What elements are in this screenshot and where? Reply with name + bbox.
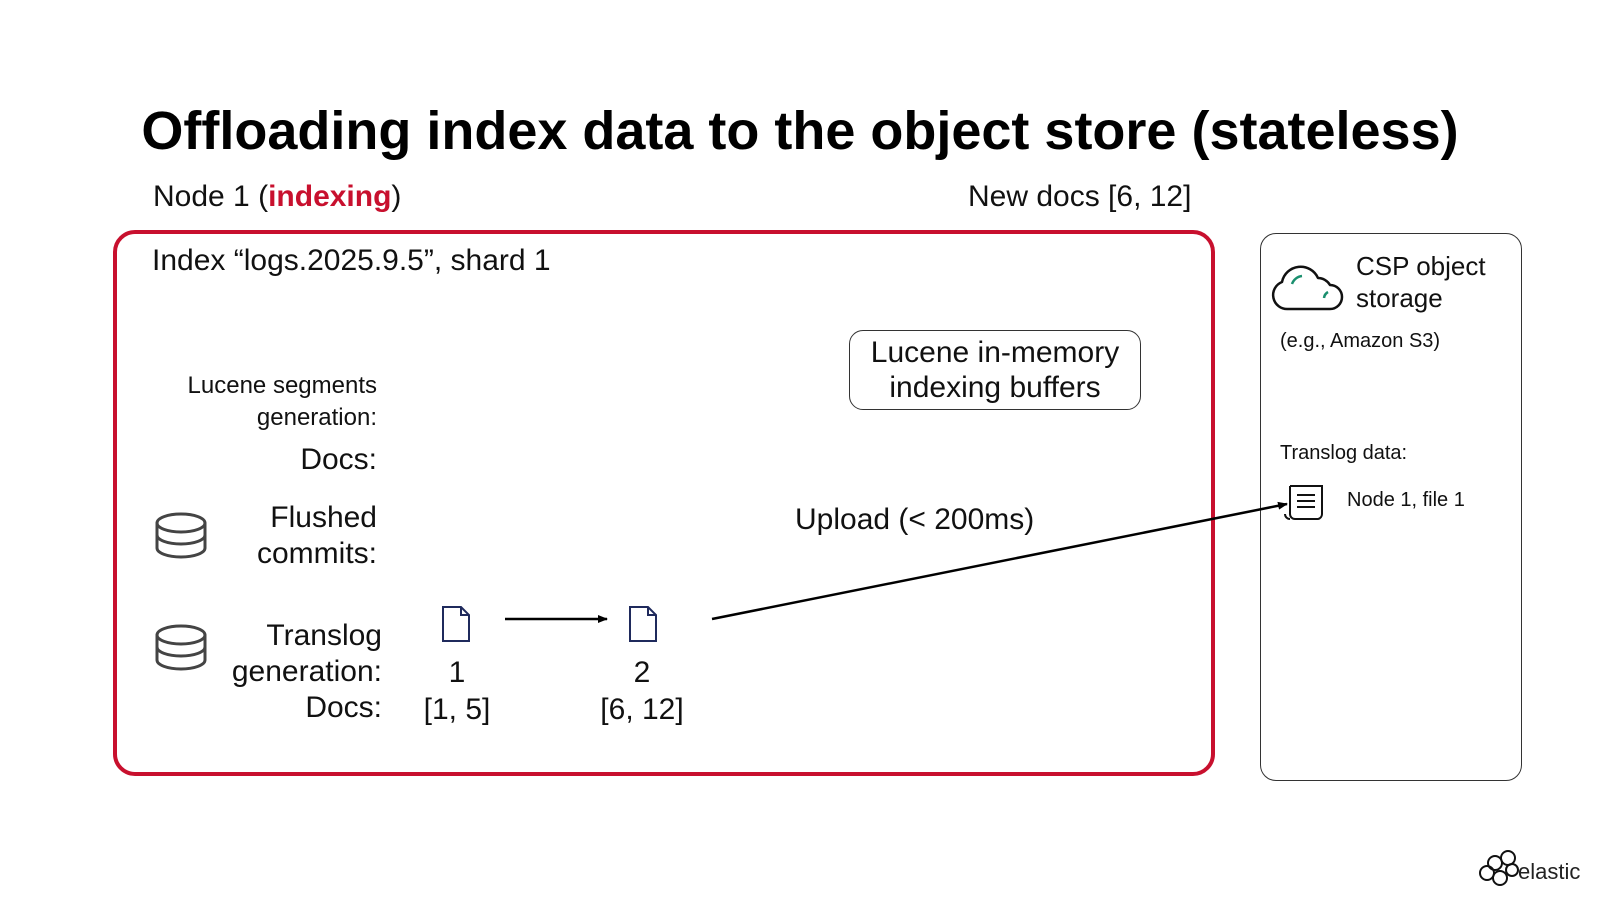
node-label-prefix: Node 1 ( <box>153 180 269 213</box>
upload-label: Upload (< 200ms) <box>795 503 1035 536</box>
node-label: Node 1 (indexing) <box>153 180 401 214</box>
node-role: indexing <box>268 180 392 213</box>
buffers-line-1: Lucene in-memory <box>870 336 1120 369</box>
page-title: Offloading index data to the object stor… <box>141 101 1459 161</box>
csp-title-line-2: storage <box>1356 283 1443 313</box>
translog-gen-1-number: 1 <box>448 656 466 689</box>
translog-gen-2: 2 [6, 12] <box>582 654 702 728</box>
lucene-buffers-box: Lucene in-memory indexing buffers <box>849 330 1141 410</box>
translog-line-2: generation: <box>231 655 382 688</box>
index-label: Index “logs.2025.9.5”, shard 1 <box>152 244 551 277</box>
translog-gen-2-docs: [6, 12] <box>600 693 684 726</box>
csp-title-line-1: CSP object <box>1356 251 1486 281</box>
elastic-logo-icon <box>1479 850 1519 886</box>
translog-gen-1-docs: [1, 5] <box>423 693 491 726</box>
document-icon <box>629 606 657 642</box>
flushed-line-2: commits: <box>257 537 377 570</box>
lucene-segments-label: Lucene segments generation: <box>47 370 377 434</box>
cloud-icon <box>1271 265 1344 311</box>
segments-docs-label: Docs: <box>300 443 377 476</box>
translog-data-label: Translog data: <box>1280 442 1408 464</box>
lucene-segments-line-1: Lucene segments <box>187 372 377 399</box>
database-icon <box>155 512 207 559</box>
document-icon <box>442 606 470 642</box>
translog-docs-label: Docs: <box>305 691 382 724</box>
brand-name: elastic <box>1518 859 1581 884</box>
translog-generation-label: Translog generation: Docs: <box>52 618 382 726</box>
node-label-suffix: ) <box>391 180 402 213</box>
scroll-icon <box>1284 485 1323 520</box>
flushed-commits-label: Flushed commits: <box>47 500 377 572</box>
flushed-line-1: Flushed <box>270 501 377 534</box>
lucene-segments-line-2: generation: <box>256 404 377 431</box>
csp-example: (e.g., Amazon S3) <box>1280 330 1441 352</box>
upload-arrow <box>711 501 1288 621</box>
new-docs-label: New docs [6, 12] <box>968 180 1192 213</box>
csp-title: CSP object storage <box>1356 250 1486 314</box>
node-file-label: Node 1, file 1 <box>1347 489 1465 511</box>
translog-line-1: Translog <box>266 619 382 652</box>
translog-gen-2-number: 2 <box>633 656 651 689</box>
buffers-line-2: indexing buffers <box>889 371 1101 404</box>
node-box <box>113 230 1215 776</box>
translog-gen-1: 1 [1, 5] <box>397 654 517 728</box>
csp-storage-box <box>1260 233 1522 781</box>
database-icon <box>155 624 207 671</box>
